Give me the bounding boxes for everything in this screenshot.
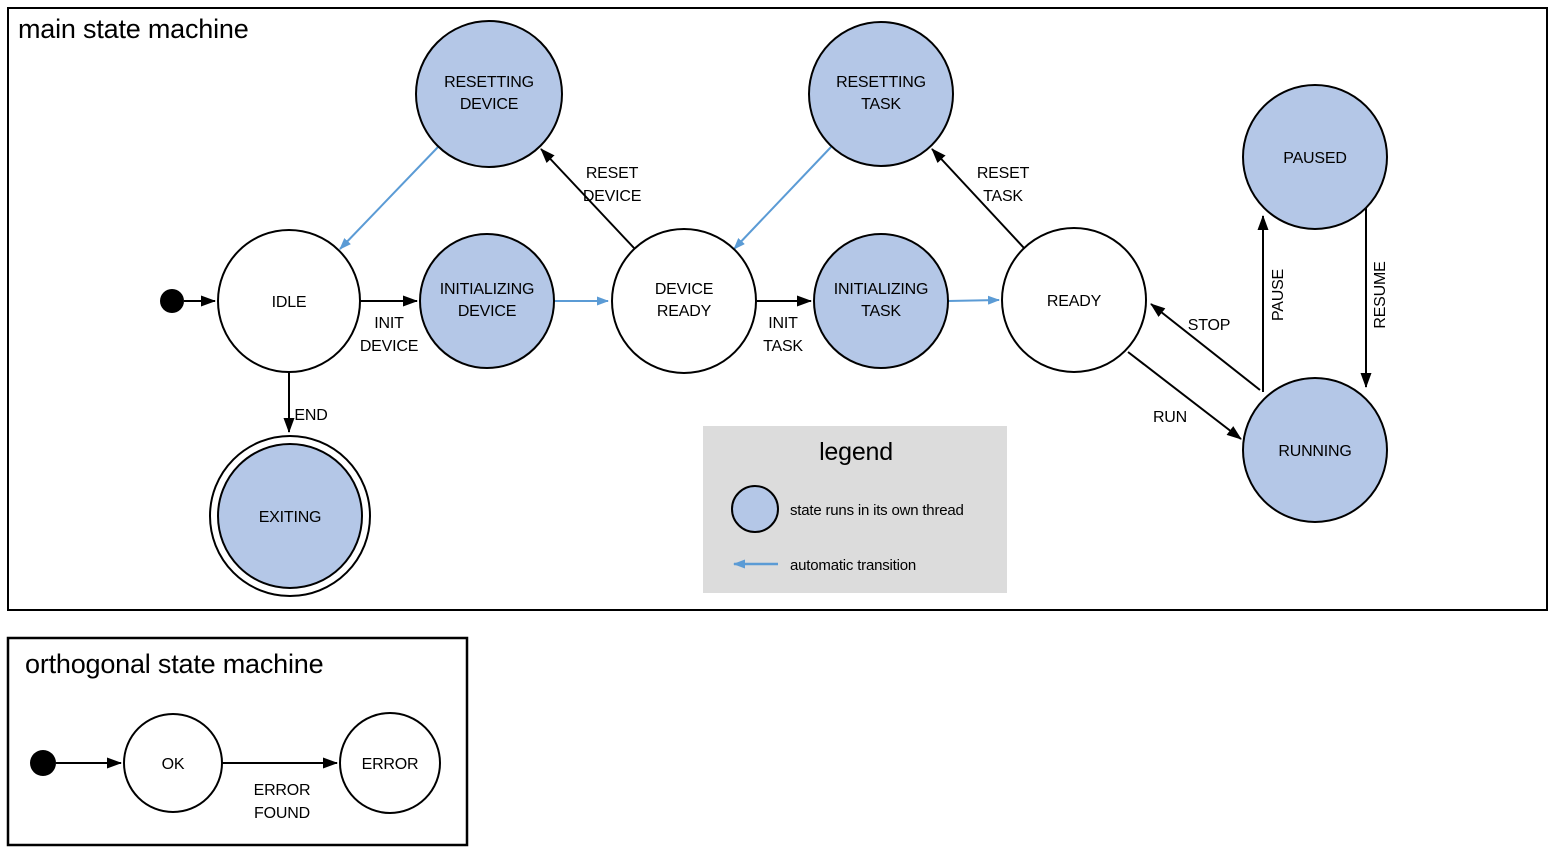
state-error-label: ERROR [362,756,419,773]
transition-auto-resetting-task-to-device-ready [733,146,832,250]
state-exiting [217,443,363,589]
legend-item-label-0: state runs in its own thread [790,502,964,519]
machine-orthogonal-title: orthogonal state machine [25,649,323,679]
transition-auto-resetting-device-to-idle [339,146,439,250]
state-ok [123,713,223,813]
initial-state-dot-main [160,289,184,313]
state-ready [1001,227,1147,373]
transition-auto-initializing-task-to-ready [947,295,1000,305]
state-ok-label: OK [162,756,185,773]
legend-threaded-state-icon [731,485,779,533]
state-device-ready [611,228,757,374]
state-exiting-label: EXITING [259,509,322,526]
transition-end-label: END [294,407,327,424]
state-idle [217,229,361,373]
legend-item-label-1: automatic transition [790,557,916,574]
transition-pause-label: PAUSE [1270,269,1287,321]
state-resetting-device [415,20,563,168]
transition-stop-label: STOP [1188,317,1230,334]
transition-run-label: RUN [1153,409,1187,426]
transition-reset-device [540,148,635,249]
state-resetting-task [808,21,954,167]
state-error [339,712,441,814]
initial-state-dot-orthogonal [30,750,56,776]
state-initializing-task [813,233,949,369]
state-idle-label: IDLE [272,294,307,311]
legend: legend state runs in its own thread automa… [703,426,1007,593]
state-running [1242,377,1388,523]
state-running-label: RUNNING [1278,443,1351,460]
transition-resume-label: RESUME [1372,261,1389,328]
transition-stop [1150,303,1261,391]
state-initializing-device [419,233,555,369]
state-paused [1242,84,1388,230]
state-paused-label: PAUSED [1283,150,1346,167]
transition-run [1127,351,1242,440]
transition-reset-task [931,148,1025,249]
legend-title: legend [819,438,893,466]
state-ready-label: READY [1047,293,1102,310]
machine-main-title: main state machine [18,14,249,44]
